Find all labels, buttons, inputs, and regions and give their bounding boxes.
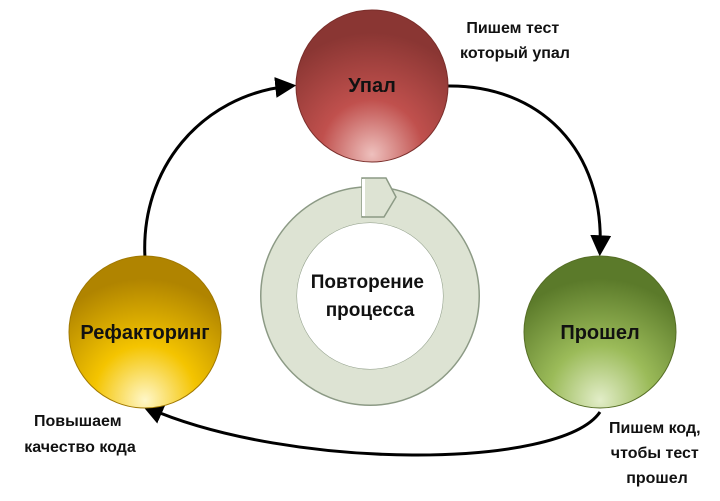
center-label-line1: Повторение: [311, 272, 424, 293]
center-label: Повторение процесса: [311, 272, 430, 321]
refactor-note: Повышаем качество кода: [24, 413, 136, 456]
node-passed-label: Прошел: [560, 322, 639, 344]
center-label-line2: процесса: [326, 300, 415, 321]
failed-note-line2: который упал: [460, 45, 570, 62]
arrow-failed-to-passed: [447, 84, 612, 257]
node-passed: Прошел: [523, 255, 677, 409]
passed-note: Пишем код, чтобы тест прошел: [609, 420, 705, 487]
arrow-refactor-to-failed: [143, 77, 297, 259]
refactor-note-line1: Повышаем: [34, 413, 122, 430]
cycle-ring: Повторение процесса: [260, 177, 480, 406]
node-refactor-label: Рефакторинг: [80, 322, 209, 344]
passed-note-line2: чтобы тест: [611, 445, 699, 462]
refactor-note-line2: качество кода: [24, 439, 136, 456]
failed-note-line1: Пишем тест: [466, 20, 559, 37]
passed-note-line1: Пишем код,: [609, 420, 701, 437]
passed-note-line3: прошел: [626, 470, 688, 487]
node-refactor: Рефакторинг: [68, 255, 222, 409]
node-failed: Упал: [295, 9, 449, 163]
failed-note: Пишем тест который упал: [460, 20, 570, 62]
node-failed-label: Упал: [348, 75, 396, 97]
arrow-passed-to-refactor: [142, 404, 602, 457]
